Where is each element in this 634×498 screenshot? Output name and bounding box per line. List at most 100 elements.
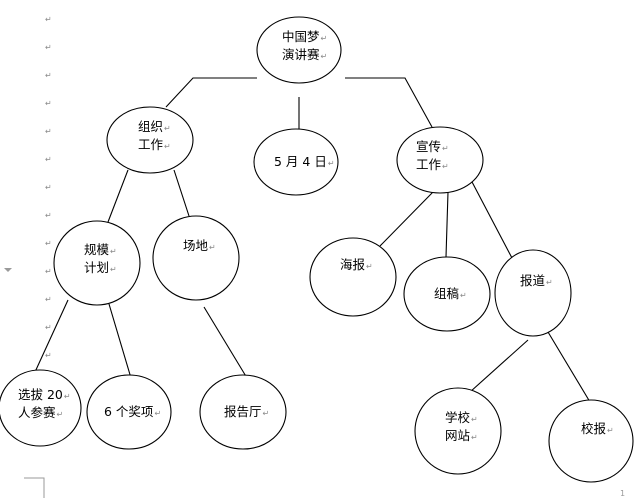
node-label-website-1: 网站↵: [445, 428, 478, 443]
node-ellipse-publicity: [396, 126, 484, 194]
node-ellipse-report: [494, 249, 572, 337]
margin-paragraph-marks: ↵ ↵ ↵ ↵ ↵ ↵ ↵ ↵ ↵ ↵ ↵ ↵ ↵: [45, 15, 52, 360]
edge-venue-hall: [203, 306, 248, 379]
edge-plan-select: [34, 299, 69, 373]
edge-publicity-poster: [379, 191, 434, 247]
ruler-marker-icon: [4, 268, 12, 272]
node-plan: 规模↵ 计划↵: [53, 220, 141, 306]
node-label-select-1: 人参赛↵: [18, 405, 63, 420]
paragraph-mark-icon: ↵: [45, 323, 52, 332]
node-label-organize-1: 工作↵: [138, 137, 171, 152]
node-select: 选拔 20↵ 人参赛↵: [0, 369, 82, 447]
node-label-report-0: 报道↵: [520, 273, 553, 288]
node-label-root-0: 中国梦↵: [282, 29, 327, 44]
edge-report-website: [469, 339, 529, 393]
node-publicity: 宣传↵ 工作↵: [396, 126, 484, 194]
paragraph-mark-icon: ↵: [45, 295, 52, 304]
paragraph-mark-icon: ↵: [546, 278, 553, 287]
node-awards: 6 个奖项↵: [86, 374, 172, 450]
node-ellipse-organize: [106, 106, 194, 174]
edge-root-publicity: [345, 77, 433, 128]
paragraph-mark-icon: ↵: [45, 211, 52, 220]
paragraph-mark-icon: ↵: [154, 409, 161, 418]
node-label-awards-0: 6 个奖项↵: [104, 404, 161, 419]
paragraph-mark-icon: ↵: [321, 52, 328, 61]
node-label-organize-0: 组织↵: [138, 119, 171, 134]
paragraph-mark-icon: ↵: [471, 415, 478, 424]
node-label-plan-0: 规模↵: [84, 242, 117, 257]
paragraph-mark-icon: ↵: [45, 15, 52, 24]
edge-organize-plan: [107, 169, 129, 223]
node-hall: 报告厅↵: [199, 374, 287, 450]
paragraph-mark-icon: ↵: [45, 99, 52, 108]
node-ellipse-hall: [199, 374, 287, 450]
node-label-venue-0: 场地↵: [183, 238, 216, 253]
node-ellipse-manuscript: [403, 256, 491, 332]
node-ellipse-poster: [309, 237, 397, 317]
paragraph-mark-icon: ↵: [45, 239, 52, 248]
node-ellipse-website: [414, 387, 502, 475]
paragraph-mark-icon: ↵: [164, 124, 171, 133]
node-label-publicity-1: 工作↵: [416, 157, 449, 172]
paragraph-mark-icon: ↵: [471, 433, 478, 442]
node-root: 中国梦↵ 演讲赛↵: [256, 16, 342, 84]
paragraph-mark-icon: ↵: [45, 127, 52, 136]
paragraph-mark-icon: ↵: [110, 265, 117, 274]
edge-root-organize: [165, 77, 257, 108]
paragraph-mark-icon: ↵: [366, 262, 373, 271]
node-manuscript: 组稿↵: [403, 256, 491, 332]
edge-report-newspaper: [547, 331, 591, 403]
node-ellipse-date: [253, 128, 339, 196]
node-newspaper: 校报↵: [548, 399, 634, 483]
edge-plan-awards: [108, 303, 132, 379]
node-organize: 组织↵ 工作↵: [106, 106, 194, 174]
node-label-plan-1: 计划↵: [84, 260, 117, 275]
page-corner-mark: [24, 477, 45, 498]
node-ellipse-awards: [86, 374, 172, 450]
paragraph-mark-icon: ↵: [64, 392, 71, 401]
node-website: 学校↵ 网站↵: [414, 387, 502, 475]
connector-lines: [34, 77, 591, 403]
edge-publicity-manuscript: [445, 191, 449, 258]
node-label-root-1: 演讲赛↵: [282, 47, 327, 62]
paragraph-mark-icon: ↵: [110, 247, 117, 256]
edge-publicity-report: [470, 179, 513, 259]
node-label-select-0: 选拔 20↵: [18, 387, 71, 402]
paragraph-mark-icon: ↵: [45, 155, 52, 164]
node-label-newspaper-0: 校报↵: [581, 421, 614, 436]
paragraph-mark-icon: ↵: [45, 71, 52, 80]
edge-organize-venue: [173, 169, 190, 217]
node-report: 报道↵: [494, 249, 572, 337]
diagram-nodes: 中国梦↵ 演讲赛↵ 组织↵ 工作↵ 5 月 4 日↵ 宣传↵ 工作↵ 规模↵ 计划↵ 场地↵ 海报↵…: [0, 16, 634, 483]
node-date: 5 月 4 日↵: [253, 128, 339, 196]
node-ellipse-select: [0, 369, 82, 447]
node-label-publicity-0: 宣传↵: [416, 139, 449, 154]
paragraph-mark-icon: ↵: [321, 34, 328, 43]
node-ellipse-plan: [53, 220, 141, 306]
paragraph-mark-icon: ↵: [263, 409, 270, 418]
page-number: 1: [620, 489, 625, 498]
node-label-date-0: 5 月 4 日↵: [274, 154, 335, 169]
paragraph-mark-icon: ↵: [45, 183, 52, 192]
node-label-poster-0: 海报↵: [340, 257, 373, 272]
node-poster: 海报↵: [309, 237, 397, 317]
node-label-hall-0: 报告厅↵: [224, 404, 269, 419]
node-label-website-0: 学校↵: [445, 410, 478, 425]
paragraph-mark-icon: ↵: [45, 43, 52, 52]
paragraph-mark-icon: ↵: [328, 159, 335, 168]
paragraph-mark-icon: ↵: [460, 291, 467, 300]
paragraph-mark-icon: ↵: [45, 267, 52, 276]
paragraph-mark-icon: ↵: [607, 426, 614, 435]
paragraph-mark-icon: ↵: [442, 162, 449, 171]
node-label-manuscript-0: 组稿↵: [434, 286, 467, 301]
paragraph-mark-icon: ↵: [164, 142, 171, 151]
node-ellipse-newspaper: [548, 399, 634, 483]
node-venue: 场地↵: [152, 215, 240, 301]
paragraph-mark-icon: ↵: [45, 351, 52, 360]
paragraph-mark-icon: ↵: [442, 144, 449, 153]
node-ellipse-root: [256, 16, 342, 84]
node-ellipse-venue: [152, 215, 240, 301]
paragraph-mark-icon: ↵: [57, 410, 64, 419]
paragraph-mark-icon: ↵: [209, 243, 216, 252]
